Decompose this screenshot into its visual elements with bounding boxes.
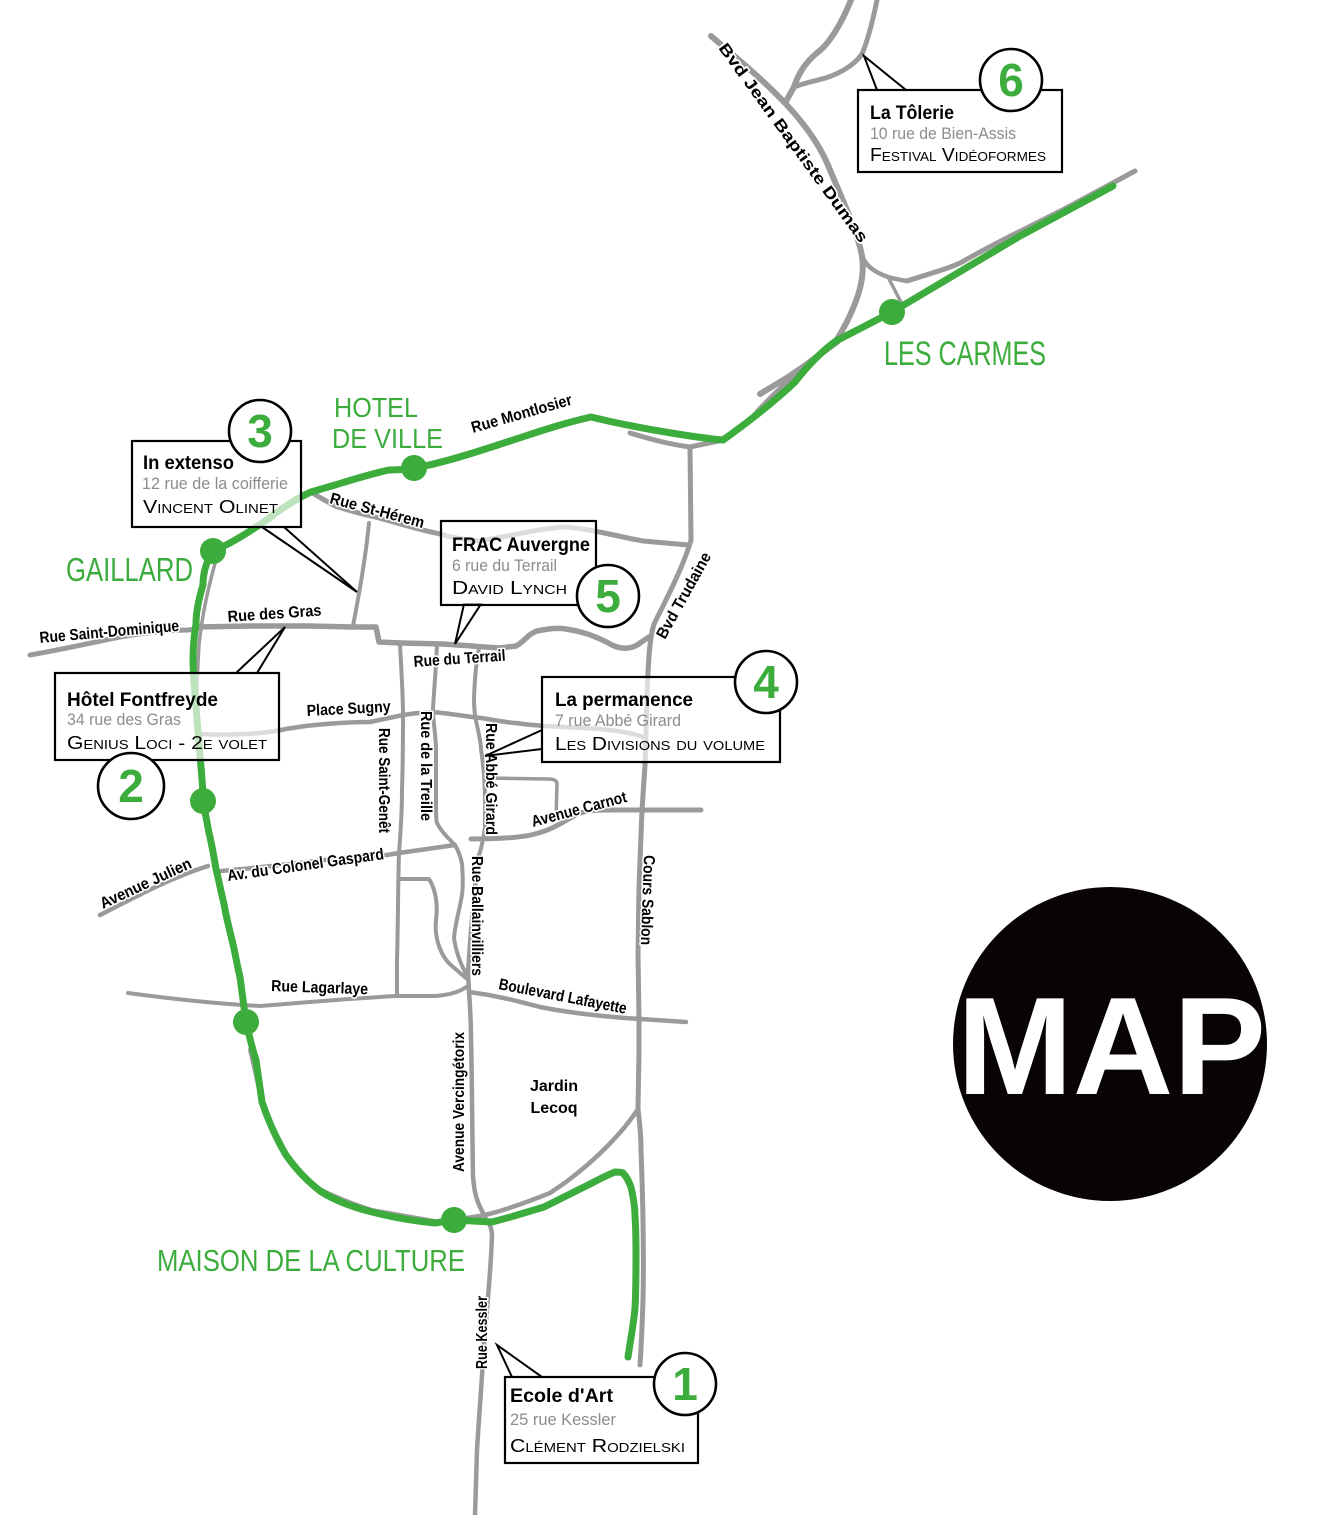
svg-text:In extenso: In extenso: [143, 453, 234, 474]
svg-text:25 rue Kessler: 25 rue Kessler: [510, 1411, 617, 1429]
svg-text:MAP: MAP: [957, 969, 1266, 1124]
svg-text:HOTEL: HOTEL: [334, 392, 418, 423]
svg-text:Cours Sablon: Cours Sablon: [637, 855, 657, 946]
svg-text:2: 2: [118, 760, 144, 812]
svg-text:Jardin: Jardin: [530, 1078, 578, 1095]
svg-text:Lecoq: Lecoq: [530, 1100, 577, 1117]
svg-text:GAILLARD: GAILLARD: [66, 551, 193, 588]
svg-text:DE VILLE: DE VILLE: [332, 423, 443, 454]
svg-text:Ecole d'Art: Ecole d'Art: [510, 1386, 614, 1407]
svg-text:Rue Abbé Girard: Rue Abbé Girard: [482, 723, 499, 835]
svg-text:MAISON DE LA CULTURE: MAISON DE LA CULTURE: [157, 1243, 465, 1278]
svg-text:Festival Vidéoformes: Festival Vidéoformes: [870, 144, 1046, 165]
svg-text:6: 6: [998, 54, 1024, 106]
svg-text:34 rue des Gras: 34 rue des Gras: [67, 711, 181, 729]
svg-text:La permanence: La permanence: [555, 690, 693, 711]
svg-text:Genius Loci - 2e volet: Genius Loci - 2e volet: [67, 732, 267, 753]
svg-text:12 rue de la coifferie: 12 rue de la coifferie: [142, 475, 288, 493]
svg-text:LES CARMES: LES CARMES: [884, 335, 1046, 373]
svg-text:Rue Saint-Genêt: Rue Saint-Genêt: [375, 728, 392, 834]
svg-text:3: 3: [247, 405, 273, 457]
svg-text:Rue Lagarlaye: Rue Lagarlaye: [271, 978, 369, 998]
svg-text:Clément Rodzielski: Clément Rodzielski: [510, 1435, 685, 1456]
svg-text:5: 5: [595, 570, 621, 622]
svg-text:La Tôlerie: La Tôlerie: [870, 103, 954, 124]
svg-text:10 rue de Bien-Assis: 10 rue de Bien-Assis: [870, 125, 1016, 143]
svg-text:Rue Kessler: Rue Kessler: [474, 1296, 491, 1369]
svg-text:6 rue du Terrail: 6 rue du Terrail: [452, 557, 557, 575]
svg-text:Vincent Olinet: Vincent Olinet: [143, 496, 278, 517]
svg-text:4: 4: [753, 656, 779, 708]
svg-text:7 rue Abbé Girard: 7 rue Abbé Girard: [555, 712, 681, 730]
svg-text:FRAC Auvergne: FRAC Auvergne: [452, 535, 590, 556]
svg-text:1: 1: [672, 1358, 698, 1410]
svg-text:Rue Ballainvilliers: Rue Ballainvilliers: [468, 856, 485, 976]
svg-text:David Lynch: David Lynch: [452, 577, 567, 598]
svg-text:Rue de la Treille: Rue de la Treille: [417, 711, 434, 821]
svg-text:Hôtel Fontfreyde: Hôtel Fontfreyde: [67, 690, 218, 711]
svg-text:Avenue Vercingétorix: Avenue Vercingétorix: [451, 1032, 468, 1172]
svg-text:Les Divisions du volume: Les Divisions du volume: [555, 733, 765, 754]
